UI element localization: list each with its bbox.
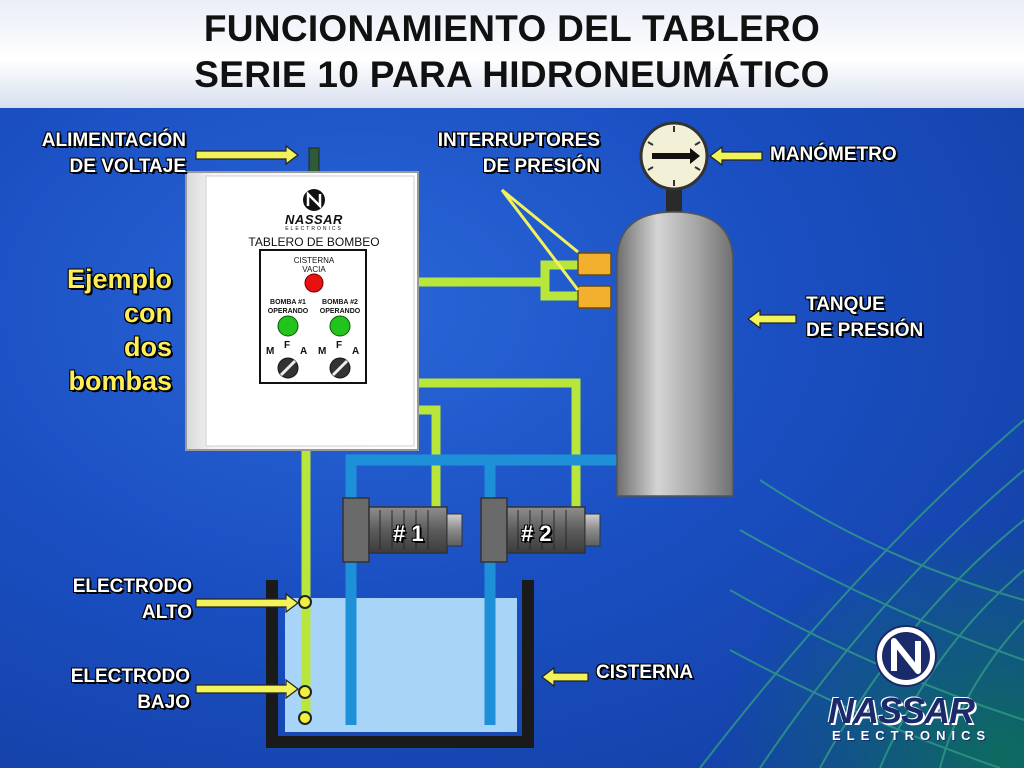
arrow-cisterna bbox=[541, 666, 589, 688]
label-cisterna: CISTERNA bbox=[596, 662, 694, 683]
label-alimentacion-line2: DE VOLTAJE bbox=[69, 156, 186, 177]
label-electrodo-alto-line1: ELECTRODO bbox=[72, 576, 192, 597]
arrow-electrodo-bajo bbox=[195, 678, 299, 700]
selector-switch-1 bbox=[277, 357, 299, 379]
arrow-alimentacion bbox=[195, 144, 299, 166]
panel-bomba1: BOMBA #1 OPERANDO bbox=[262, 298, 314, 316]
example-word-2: con bbox=[123, 298, 172, 328]
label-alimentacion-line1: ALIMENTACIÓN bbox=[41, 130, 186, 151]
panel-bomba1-line2: OPERANDO bbox=[267, 308, 309, 315]
led-cisterna-vacia bbox=[304, 273, 324, 293]
label-electrodo-bajo-line1: ELECTRODO bbox=[70, 666, 190, 687]
switch-pointer-lines bbox=[500, 188, 580, 291]
arrow-tanque bbox=[747, 308, 797, 330]
pressure-tank bbox=[616, 185, 734, 497]
panel-bomba1-line1: BOMBA #1 bbox=[270, 299, 306, 306]
selector-switch-2 bbox=[329, 357, 351, 379]
switch1-label-f: F bbox=[284, 340, 291, 351]
panel-bomba2: BOMBA #2 OPERANDO bbox=[314, 298, 366, 316]
pump-2 bbox=[480, 497, 601, 563]
logo-sub: ELECTRONICS bbox=[832, 728, 992, 743]
switch1-label-a: A bbox=[300, 346, 308, 357]
switch1-label-m: M bbox=[266, 346, 275, 357]
pump-1-label: # 1 bbox=[393, 521, 424, 546]
label-electrodo-bajo-line2: BAJO bbox=[137, 692, 190, 713]
label-interruptores-line1: INTERRUPTORES bbox=[437, 130, 600, 151]
label-electrodo-alto: ELECTRODO ALTO bbox=[20, 574, 192, 626]
panel-cisterna-vacia-line1: CISTERNA bbox=[293, 256, 335, 265]
label-tanque: TANQUE DE PRESIÓN bbox=[806, 292, 923, 344]
pump-2-label: # 2 bbox=[521, 521, 552, 546]
example-word-1: Ejemplo bbox=[66, 264, 172, 294]
arrow-manometro bbox=[709, 145, 763, 167]
label-alimentacion: ALIMENTACIÓN DE VOLTAJE bbox=[8, 128, 186, 180]
panel-brand-sub: ELECTRONICS bbox=[285, 226, 343, 232]
led-bomba-1 bbox=[277, 315, 299, 337]
example-word-4: bombas bbox=[68, 366, 172, 396]
panel-cisterna-vacia: CISTERNA VACIA bbox=[286, 256, 342, 274]
title-band: FUNCIONAMIENTO DEL TABLERO SERIE 10 PARA… bbox=[0, 0, 1024, 108]
switch2-label-f: F bbox=[336, 340, 343, 351]
label-interruptores: INTERRUPTORES DE PRESIÓN bbox=[400, 128, 600, 180]
cistern bbox=[266, 580, 534, 748]
panel-bomba2-line2: OPERANDO bbox=[319, 308, 361, 315]
title-line-1: FUNCIONAMIENTO DEL TABLERO bbox=[203, 8, 821, 49]
control-panel bbox=[185, 171, 419, 451]
switch2-label-a: A bbox=[352, 346, 360, 357]
example-word-3: dos bbox=[123, 332, 172, 362]
pointer-arrows bbox=[195, 144, 797, 700]
switch2-label-m: M bbox=[318, 346, 327, 357]
manometer bbox=[639, 121, 709, 191]
panel-brand: NASSAR bbox=[285, 212, 343, 227]
label-electrodo-bajo: ELECTRODO BAJO bbox=[20, 664, 190, 716]
panel-title: TABLERO DE BOMBEO bbox=[248, 235, 380, 249]
panel-cisterna-vacia-line2: VACIA bbox=[302, 265, 326, 274]
label-interruptores-line2: DE PRESIÓN bbox=[482, 156, 600, 177]
arrow-electrodo-alto bbox=[195, 592, 299, 614]
logo-name: NASSAR bbox=[828, 690, 975, 731]
panel-bomba2-line1: BOMBA #2 bbox=[322, 299, 358, 306]
example-caption: Ejemplo con dos bombas bbox=[40, 262, 172, 398]
label-tanque-line1: TANQUE bbox=[806, 294, 885, 315]
power-cable bbox=[308, 147, 320, 175]
electrode-high bbox=[298, 595, 312, 609]
title-line-2: SERIE 10 PARA HIDRONEUMÁTICO bbox=[194, 54, 830, 95]
label-manometro: MANÓMETRO bbox=[770, 144, 897, 165]
led-bomba-2 bbox=[329, 315, 351, 337]
label-electrodo-alto-line2: ALTO bbox=[142, 602, 192, 623]
pressure-switches bbox=[577, 252, 612, 309]
label-tanque-line2: DE PRESIÓN bbox=[806, 320, 924, 341]
nassar-logo-symbol bbox=[875, 625, 937, 687]
pump-1 bbox=[342, 497, 463, 563]
green-pipes bbox=[301, 260, 581, 722]
electrode-low bbox=[298, 685, 312, 725]
